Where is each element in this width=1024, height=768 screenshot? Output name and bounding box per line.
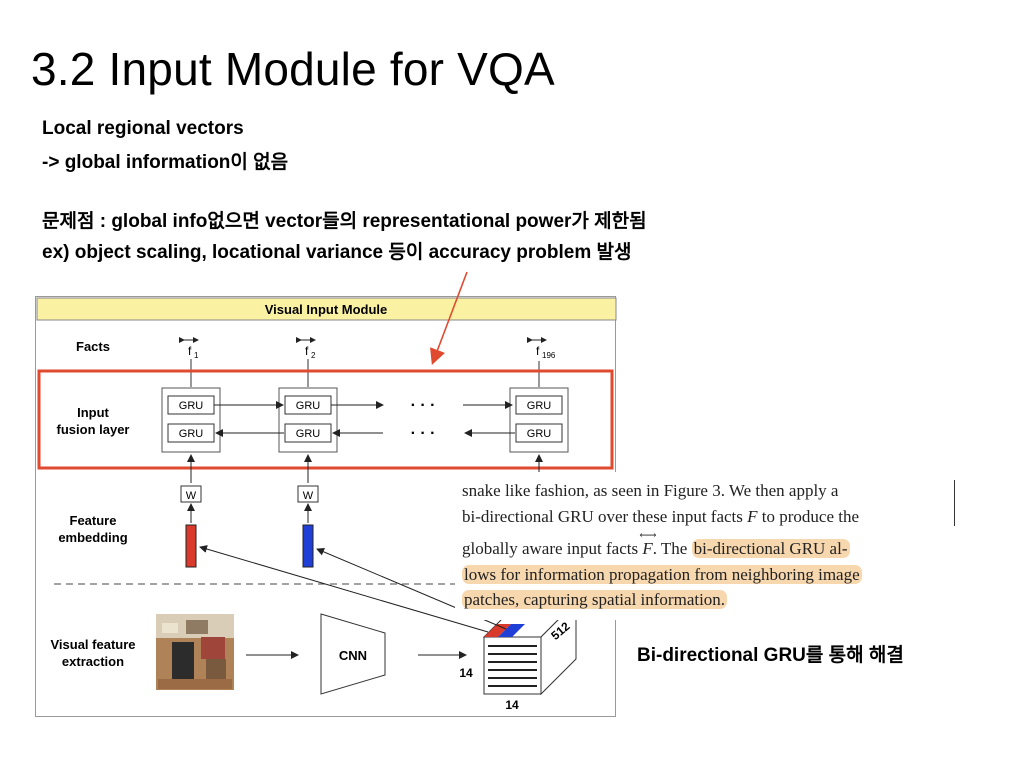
gru-fwd-2: GRU (296, 400, 321, 412)
dim-width: 14 (505, 698, 519, 712)
excerpt-line-1: snake like fashion, as seen in Figure 3.… (462, 481, 839, 500)
fact-f1: f 1 (179, 337, 199, 360)
gru-bwd-2: GRU (296, 428, 321, 440)
gru-block-1: GRU GRU (161, 387, 221, 453)
gru-fwd-196: GRU (527, 400, 552, 412)
note-line-4: ex) object scaling, locational variance … (42, 242, 632, 263)
note-line-3: 문제점 : global info없으면 vector들의 representa… (42, 211, 647, 232)
w-label-2: W (303, 490, 314, 502)
gru-bwd-1: GRU (179, 428, 204, 440)
excerpt-line-5: patches, capturing spatial information. (462, 590, 728, 609)
row-label-fusion-1: Input (77, 405, 109, 420)
cnn-label: CNN (339, 648, 367, 663)
fact-f196-sub: 196 (542, 351, 556, 360)
excerpt-line-4: lows for information propagation from ne… (462, 565, 862, 584)
fact-f196: f 196 (527, 337, 556, 360)
slide-title: 3.2 Input Module for VQA (31, 43, 555, 95)
fusion-highlight-box (37, 369, 614, 470)
w-label-1: W (186, 490, 197, 502)
conclusion-text: Bi-directional GRU를 통해 해결 (637, 645, 904, 666)
fact-f2-sub: 2 (311, 351, 316, 360)
row-label-fusion-2: fusion layer (57, 422, 130, 437)
gru-bwd-196: GRU (527, 428, 552, 440)
feature-vector-blue (302, 524, 314, 568)
ellipsis-fwd: · · · (411, 397, 436, 414)
gru-block-196: GRU GRU (509, 387, 569, 453)
figure-header-label: Visual Input Module (265, 302, 388, 317)
gru-fwd-1: GRU (179, 400, 204, 412)
w-box-1 (180, 485, 202, 503)
fact-f2: f 2 (296, 337, 316, 360)
excerpt-line-3: globally aware input facts F⟷. The bi-di… (462, 528, 850, 558)
gru-block-2: GRU GRU (278, 387, 338, 453)
fact-f2-label: f (305, 344, 309, 358)
fact-f1-sub: 1 (194, 351, 199, 360)
dim-height: 14 (459, 666, 473, 680)
fact-f196-label: f (536, 344, 540, 358)
excerpt-column-rule (954, 480, 955, 526)
row-label-embedding-1: Feature (70, 513, 117, 528)
row-label-visual-2: extraction (62, 654, 124, 669)
paper-excerpt: snake like fashion, as seen in Figure 3.… (455, 472, 959, 620)
w-box-2 (297, 485, 319, 503)
row-label-embedding-2: embedding (58, 530, 127, 545)
fact-f1-label: f (188, 344, 192, 358)
feature-vector-red (185, 524, 197, 568)
figure-header-bar (36, 297, 617, 321)
input-photo (156, 614, 234, 690)
note-line-1: Local regional vectors (42, 118, 244, 139)
ellipsis-bwd: · · · (411, 425, 436, 442)
note-line-2: -> global information이 없음 (42, 152, 289, 173)
cnn-block (320, 613, 386, 695)
row-label-facts: Facts (76, 339, 110, 354)
excerpt-line-2: bi-directional GRU over these input fact… (462, 507, 860, 526)
row-label-visual-1: Visual feature (50, 637, 135, 652)
